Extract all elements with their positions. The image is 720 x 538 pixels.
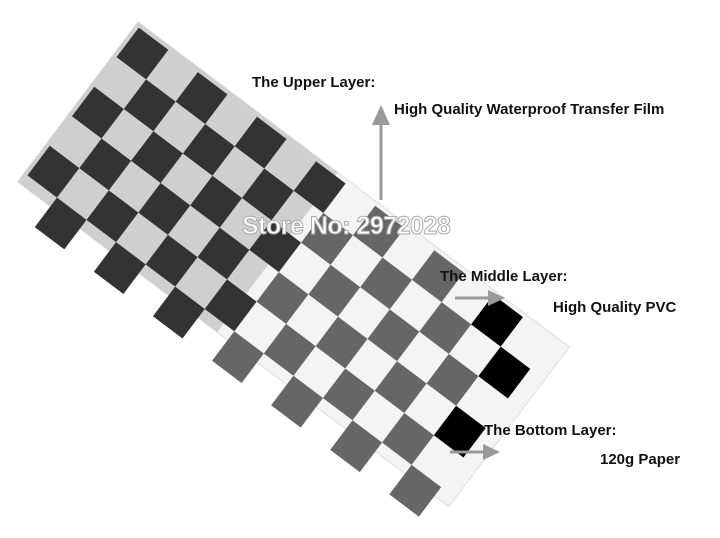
- board-square: [271, 375, 323, 428]
- board-square: [382, 413, 434, 465]
- board-square: [263, 323, 316, 376]
- board-square: [256, 272, 309, 324]
- board-square: [374, 361, 427, 414]
- board-square: [293, 161, 346, 214]
- board-square: [478, 346, 531, 399]
- board-square: [242, 168, 294, 221]
- board-square: [34, 197, 87, 250]
- board-square: [27, 145, 80, 198]
- board-square: [352, 205, 405, 258]
- board-square: [212, 331, 264, 384]
- bottom-layer-material: 120g Paper: [600, 451, 681, 468]
- board-square: [138, 183, 191, 235]
- board-square: [419, 302, 472, 354]
- board-square: [116, 27, 169, 80]
- board-square: [123, 79, 176, 132]
- board-square: [330, 420, 383, 473]
- board-square: [175, 72, 228, 124]
- board-strip: [16, 21, 570, 517]
- board-square: [190, 175, 243, 228]
- middle-layer-title: The Middle Layer:: [440, 268, 568, 285]
- arrows: [372, 105, 505, 460]
- board-square: [182, 123, 235, 176]
- board-square: [152, 286, 205, 339]
- board-square: [389, 464, 442, 517]
- board-square: [131, 131, 183, 184]
- upper-layer-title: The Upper Layer:: [252, 74, 376, 91]
- board-square: [322, 368, 375, 421]
- board-square: [412, 250, 464, 303]
- board-square: [197, 227, 250, 280]
- board-square: [315, 316, 368, 369]
- arrow-middle-head: [488, 290, 505, 306]
- board-square: [308, 264, 361, 317]
- arrow-bottom-head: [483, 444, 500, 460]
- board-square: [471, 294, 523, 347]
- board-square: [301, 213, 353, 265]
- middle-layer-material: High Quality PVC: [553, 299, 677, 316]
- board-square: [86, 190, 139, 243]
- board-square: [360, 257, 413, 310]
- bottom-layer-title: The Bottom Layer:: [484, 422, 617, 439]
- board-square: [145, 234, 198, 287]
- board-square: [234, 116, 287, 169]
- board-square: [433, 405, 486, 458]
- board-square: [249, 220, 302, 273]
- board-square: [79, 138, 132, 191]
- board-square: [426, 353, 479, 406]
- board-square: [71, 86, 124, 139]
- board-square: [93, 242, 146, 294]
- arrow-upper-head: [372, 105, 390, 125]
- board-square: [204, 279, 257, 332]
- watermark: Store No: 2972028: [241, 212, 451, 241]
- board-square: [367, 309, 420, 362]
- upper-layer-material: High Quality Waterproof Transfer Film: [394, 101, 665, 118]
